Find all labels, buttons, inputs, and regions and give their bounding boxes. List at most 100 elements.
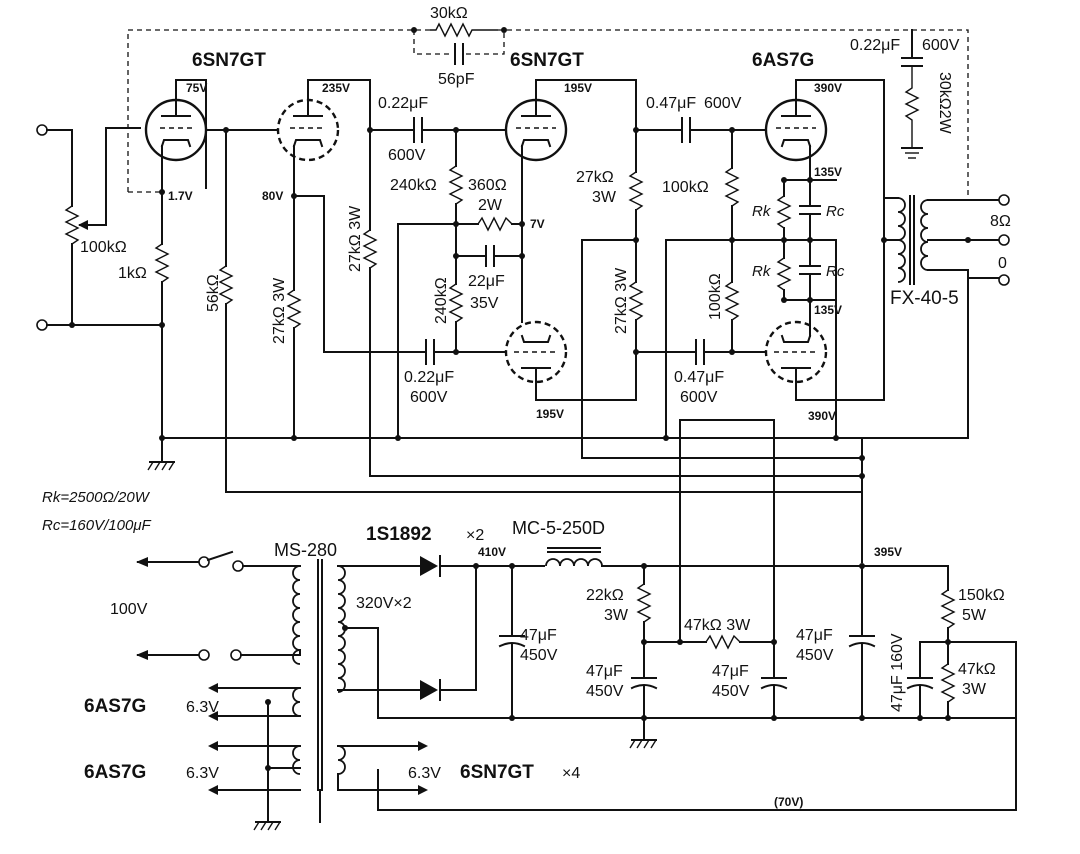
tube-v3-top <box>504 79 637 323</box>
mains-switch[interactable] <box>232 560 244 572</box>
label-c-couple2: 0.22μF <box>404 369 454 386</box>
label-c-47-d: 47μF <box>796 627 833 644</box>
output-terminal-8ohm[interactable] <box>998 234 1010 246</box>
label-r-100k-b: 100kΩ <box>707 273 724 320</box>
label-tap-0: 0 <box>998 255 1007 272</box>
label-r-cathode1: 1kΩ <box>118 265 147 282</box>
voltage-v1-cathode: 1.7V <box>168 189 193 203</box>
tube-label-v3: 6AS7G <box>752 50 814 71</box>
note-rc-spec: Rc=160V/100μF <box>42 517 152 534</box>
label-c-47-c-v: 450V <box>712 683 750 700</box>
label-c-couple2-v: 600V <box>410 389 448 406</box>
label-heater3-qty: ×4 <box>562 765 580 782</box>
label-r-240k-b: 240kΩ <box>433 277 450 324</box>
label-heater3-tube: 6SN7GT <box>460 762 534 783</box>
label-c-couple1: 0.22μF <box>378 95 428 112</box>
label-heater3-v: 6.3V <box>408 765 441 782</box>
mains-terminal-c[interactable] <box>230 649 242 661</box>
label-diode: 1S1892 <box>366 524 432 545</box>
label-diode-qty: ×2 <box>466 527 484 544</box>
label-c-47-a: 47μF <box>520 627 557 644</box>
label-mains-trans: MS-280 <box>274 540 337 560</box>
label-r-150k-w: 5W <box>962 607 987 624</box>
note-rk-spec: Rk=2500Ω/20W <box>42 489 151 506</box>
input-section <box>36 124 163 331</box>
label-r-100k-a: 100kΩ <box>662 179 709 196</box>
voltage-v2-grid: 80V <box>262 189 283 203</box>
voltage-v2-plate: 235V <box>322 81 350 95</box>
cathode-bias-network <box>731 177 837 439</box>
voltage-out-bottom-cathode: 135V <box>814 303 842 317</box>
voltage-v3-top-plate: 195V <box>564 81 592 95</box>
voltage-bias: (70V) <box>774 795 803 809</box>
label-c-47-c: 47μF <box>712 663 749 680</box>
tube-v2 <box>276 79 421 441</box>
output-terminal-0[interactable] <box>998 274 1010 286</box>
voltage-out-top-cathode: 135V <box>814 165 842 179</box>
label-mains-v: 100V <box>110 601 148 618</box>
label-vol-pot: 100kΩ <box>80 239 127 256</box>
mains-terminal-b[interactable] <box>198 649 210 661</box>
label-heater2-v: 6.3V <box>186 765 219 782</box>
tube-label-v2: 6SN7GT <box>510 50 584 71</box>
label-c-out-bot: 0.47μF <box>674 369 724 386</box>
label-c-out-bot-v: 600V <box>680 389 718 406</box>
label-rk2: Rk <box>752 263 772 280</box>
label-r-27k-3w-b: 27kΩ 3W <box>347 205 364 272</box>
power-supply <box>136 419 1017 831</box>
label-r-27k-top: 27kΩ <box>576 169 614 186</box>
labels: 6SN7GT 6SN7GT 6AS7G 75V 1.7V 235V 80V 19… <box>42 5 1011 809</box>
label-fb-cap: 56pF <box>438 71 475 88</box>
b-plus-rail <box>521 321 865 563</box>
label-r-150k: 150kΩ <box>958 587 1005 604</box>
label-c-47-160: 47μF 160V <box>889 633 906 712</box>
label-c-47-a-v: 450V <box>520 647 558 664</box>
label-fb2-res: 30kΩ2W <box>936 72 953 135</box>
label-c-out-top-v: 600V <box>704 95 742 112</box>
label-tap-8: 8Ω <box>990 213 1011 230</box>
label-fb2-cap: 0.22μF <box>850 37 900 54</box>
tube-v1 <box>144 79 208 439</box>
feedback-loop <box>127 22 969 198</box>
label-out-trans: FX-40-5 <box>890 288 959 309</box>
voltage-v3-bottom-plate: 195V <box>536 407 564 421</box>
tube-out-bottom <box>764 239 885 401</box>
voltage-rect-out: 410V <box>478 545 506 559</box>
ground-bus <box>147 435 969 471</box>
label-heater1-tube: 6AS7G <box>84 696 146 717</box>
label-heater1-v: 6.3V <box>186 699 219 716</box>
label-r-360: 360Ω <box>468 177 507 194</box>
label-rc2: Rc <box>826 263 845 280</box>
label-c-couple1-v: 600V <box>388 147 426 164</box>
mains-terminal-a[interactable] <box>198 556 210 568</box>
label-fb-resistor: 30kΩ <box>430 5 468 22</box>
voltage-supply-b: 395V <box>874 545 902 559</box>
label-r-27k-bot: 27kΩ 3W <box>613 267 630 334</box>
label-sec-v: 320V×2 <box>356 595 412 612</box>
label-c-22u: 22μF <box>468 273 505 290</box>
input-terminal-hot[interactable] <box>36 124 48 136</box>
voltage-v3-node: 7V <box>530 217 545 231</box>
label-c-47-b: 47μF <box>586 663 623 680</box>
voltage-v1-plate: 75V <box>186 81 207 95</box>
voltage-out-top-plate: 390V <box>814 81 842 95</box>
tube-label-v1: 6SN7GT <box>192 50 266 71</box>
label-r-240k-a: 240kΩ <box>390 177 437 194</box>
label-r-360-w: 2W <box>478 197 503 214</box>
output-transformer <box>881 79 1010 439</box>
input-terminal-ground[interactable] <box>36 319 48 331</box>
label-r-47k-3w: 47kΩ 3W <box>684 617 751 634</box>
label-r-22k-w: 3W <box>604 607 629 624</box>
label-fb2-cap-v: 600V <box>922 37 960 54</box>
label-r-47k-w: 3W <box>962 681 987 698</box>
label-r-27k-3w-a: 27kΩ 3W <box>271 277 288 344</box>
label-r-27k-top-w: 3W <box>592 189 617 206</box>
label-rk1: Rk <box>752 203 772 220</box>
label-c-47-b-v: 450V <box>586 683 624 700</box>
label-heater2-tube: 6AS7G <box>84 762 146 783</box>
phase-splitter-input <box>362 117 863 477</box>
label-r-22k: 22kΩ <box>586 587 624 604</box>
label-choke: MC-5-250D <box>512 518 605 538</box>
output-terminal-top[interactable] <box>998 194 1010 206</box>
